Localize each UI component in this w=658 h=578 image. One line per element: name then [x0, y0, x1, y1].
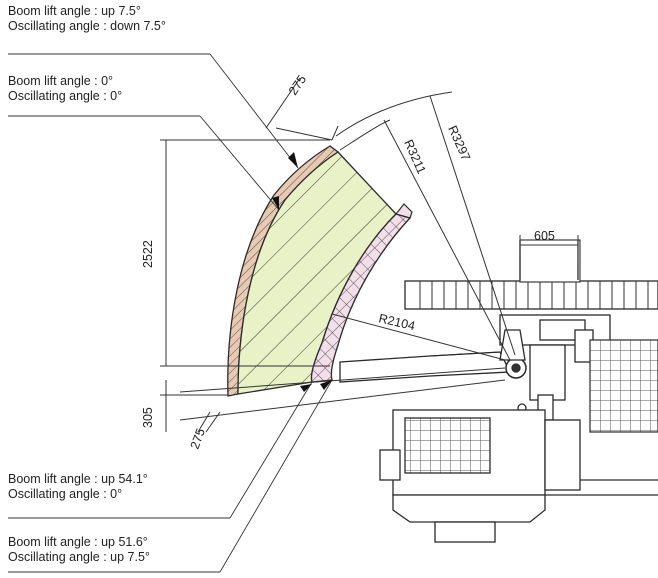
dimension-lines [160, 77, 579, 433]
callout-leaders [8, 53, 333, 573]
callout-top-up-osc: Oscillating angle : down 7.5° [8, 19, 166, 33]
dim-r3297: R3297 [445, 124, 473, 163]
callout-bottom-51-boom: Boom lift angle : up 51.6° [8, 535, 148, 549]
callout-top-up-boom: Boom lift angle : up 7.5° [8, 4, 141, 18]
dim-605: 605 [534, 229, 555, 243]
machine-body [339, 239, 658, 543]
dim-r3211: R3211 [401, 138, 428, 177]
dim-2522: 2522 [141, 240, 155, 268]
callout-bottom-54-boom: Boom lift angle : up 54.1° [8, 472, 148, 486]
callout-bottom-54-osc: Oscillating angle : 0° [8, 487, 123, 501]
callout-top-zero-osc: Oscillating angle : 0° [8, 89, 123, 103]
callout-bottom-51-osc: Oscillating angle : up 7.5° [8, 550, 150, 564]
dim-275-bottom: 275 [188, 427, 208, 451]
dim-r2104: R2104 [377, 311, 416, 333]
callout-top-up: Boom lift angle : up 7.5° Oscillating an… [8, 4, 166, 34]
callout-top-zero-boom: Boom lift angle : 0° [8, 74, 114, 88]
dim-305: 305 [141, 407, 155, 428]
callout-bottom-51: Boom lift angle : up 51.6° Oscillating a… [8, 535, 150, 565]
callout-top-zero: Boom lift angle : 0° Oscillating angle :… [8, 74, 122, 104]
arrowheads [272, 152, 332, 392]
callout-bottom-54: Boom lift angle : up 54.1° Oscillating a… [8, 472, 148, 502]
